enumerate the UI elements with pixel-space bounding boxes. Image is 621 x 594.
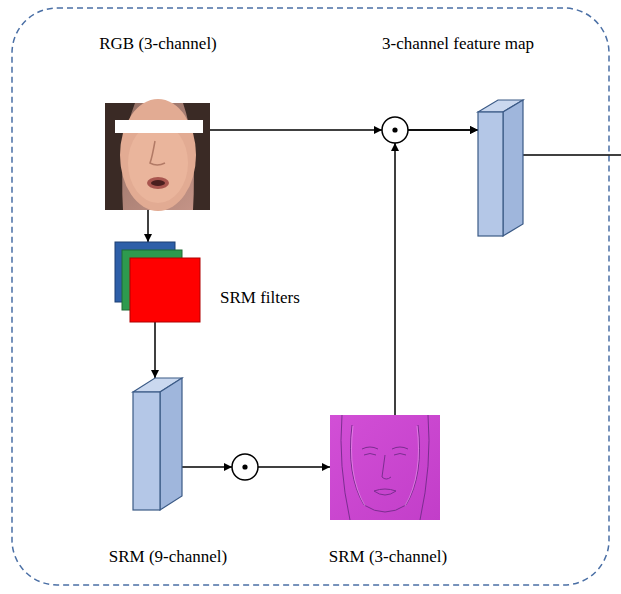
srm-3-image: SRM (3-channel) (330, 415, 440, 520)
srm-filter-stack-shape (115, 242, 200, 322)
output-line (523, 154, 621, 156)
srm-filter-stack: SRM filters (115, 242, 200, 322)
srm-9-block-shape (133, 378, 182, 510)
connector-arrow (154, 322, 156, 378)
node-label: SRM (3-channel) (329, 547, 448, 567)
rgb-face-image: RGB (3-channel) (105, 103, 210, 210)
node-label: 3-channel feature map (382, 34, 534, 54)
node-label: RGB (3-channel) (99, 34, 217, 54)
node-label: SRM filters (220, 288, 300, 308)
multiply-operator (374, 117, 408, 151)
multiply-operator (224, 454, 258, 480)
feature-map-block: 3-channel feature map (478, 100, 523, 236)
connector-arrow (395, 130, 478, 415)
rgb-face-image-shape (105, 103, 210, 210)
frame-border (12, 8, 609, 585)
srm-9-block: SRM (9-channel) (133, 378, 182, 510)
node-label: SRM (9-channel) (109, 547, 228, 567)
connector-arrow (147, 210, 149, 242)
feature-map-block-shape (478, 100, 523, 236)
srm-3-image-shape (330, 415, 440, 520)
